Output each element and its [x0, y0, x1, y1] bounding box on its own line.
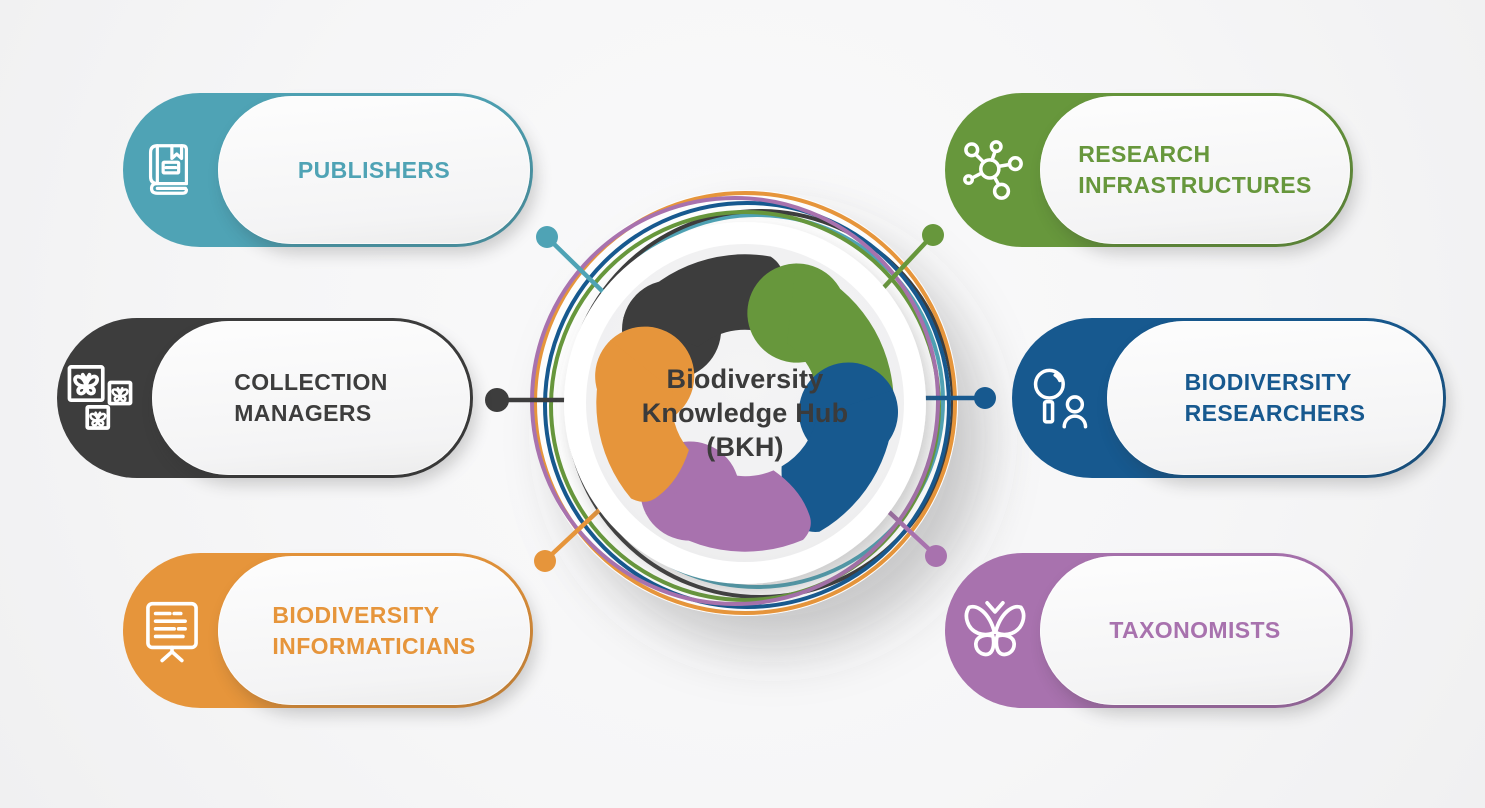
presentation-screen-icon: [137, 596, 207, 666]
hub-title-line: (BKH): [706, 432, 784, 462]
hub-ring-blue: [543, 201, 951, 609]
stakeholder-label: PUBLISHERS: [297, 156, 451, 183]
magnifier-person-icon: [1026, 364, 1094, 432]
book-icon: [137, 139, 199, 201]
stakeholder-card-biodiversity-informaticians: BIODIVERSITY INFORMATICIANS: [123, 553, 533, 708]
stakeholder-label: RESEARCH: [1078, 141, 1211, 167]
hub-title-line: Biodiversity: [666, 364, 824, 394]
stakeholder-card-publishers: PUBLISHERS: [123, 93, 533, 247]
hub-petal-blue: [781, 362, 899, 532]
hub-petals: [595, 254, 899, 552]
hub-title-line: Knowledge Hub: [641, 398, 849, 428]
stakeholder-card-collection-managers: COLLECTION MANAGERS: [57, 318, 473, 478]
hub-ring-orange: [533, 191, 957, 615]
connector-dot: [974, 387, 996, 409]
specimen-boxes-icon: [65, 358, 145, 438]
hub-title: Biodiversity Knowledge Hub (BKH): [595, 362, 895, 464]
hub-petal-orange: [595, 326, 695, 502]
pill-body: TAXONOMISTS: [1040, 556, 1350, 705]
stakeholder-card-biodiversity-researchers: BIODIVERSITY RESEARCHERS: [1012, 318, 1446, 478]
pill-body: BIODIVERSITY RESEARCHERS: [1107, 321, 1443, 475]
connector-dot: [922, 224, 944, 246]
stakeholder-label: TAXONOMISTS: [1109, 617, 1281, 643]
connector-dot: [485, 388, 509, 412]
stakeholder-label: BIODIVERSITY: [272, 601, 440, 628]
connector-dot: [534, 550, 556, 572]
butterfly-icon: [959, 595, 1031, 667]
pill-body: RESEARCH INFRASTRUCTURES: [1040, 96, 1350, 244]
stakeholder-label: RESEARCHERS: [1184, 400, 1366, 426]
pill-body: COLLECTION MANAGERS: [152, 321, 470, 475]
pill-body: PUBLISHERS: [218, 96, 530, 244]
stakeholder-label: INFRASTRUCTURES: [1078, 172, 1312, 198]
stakeholder-label: BIODIVERSITY: [1184, 369, 1352, 395]
pill-body: BIODIVERSITY INFORMATICIANS: [218, 556, 530, 705]
stakeholder-label: MANAGERS: [234, 400, 372, 426]
stakeholder-label: COLLECTION: [234, 369, 388, 395]
stakeholder-label: INFORMATICIANS: [272, 632, 476, 659]
connector-dot: [536, 226, 558, 248]
connectors: [485, 224, 996, 572]
connector-dot: [925, 545, 947, 567]
stakeholder-card-taxonomists: TAXONOMISTS: [945, 553, 1353, 708]
network-icon: [959, 136, 1027, 204]
stakeholder-card-research-infrastructures: RESEARCH INFRASTRUCTURES: [945, 93, 1353, 247]
